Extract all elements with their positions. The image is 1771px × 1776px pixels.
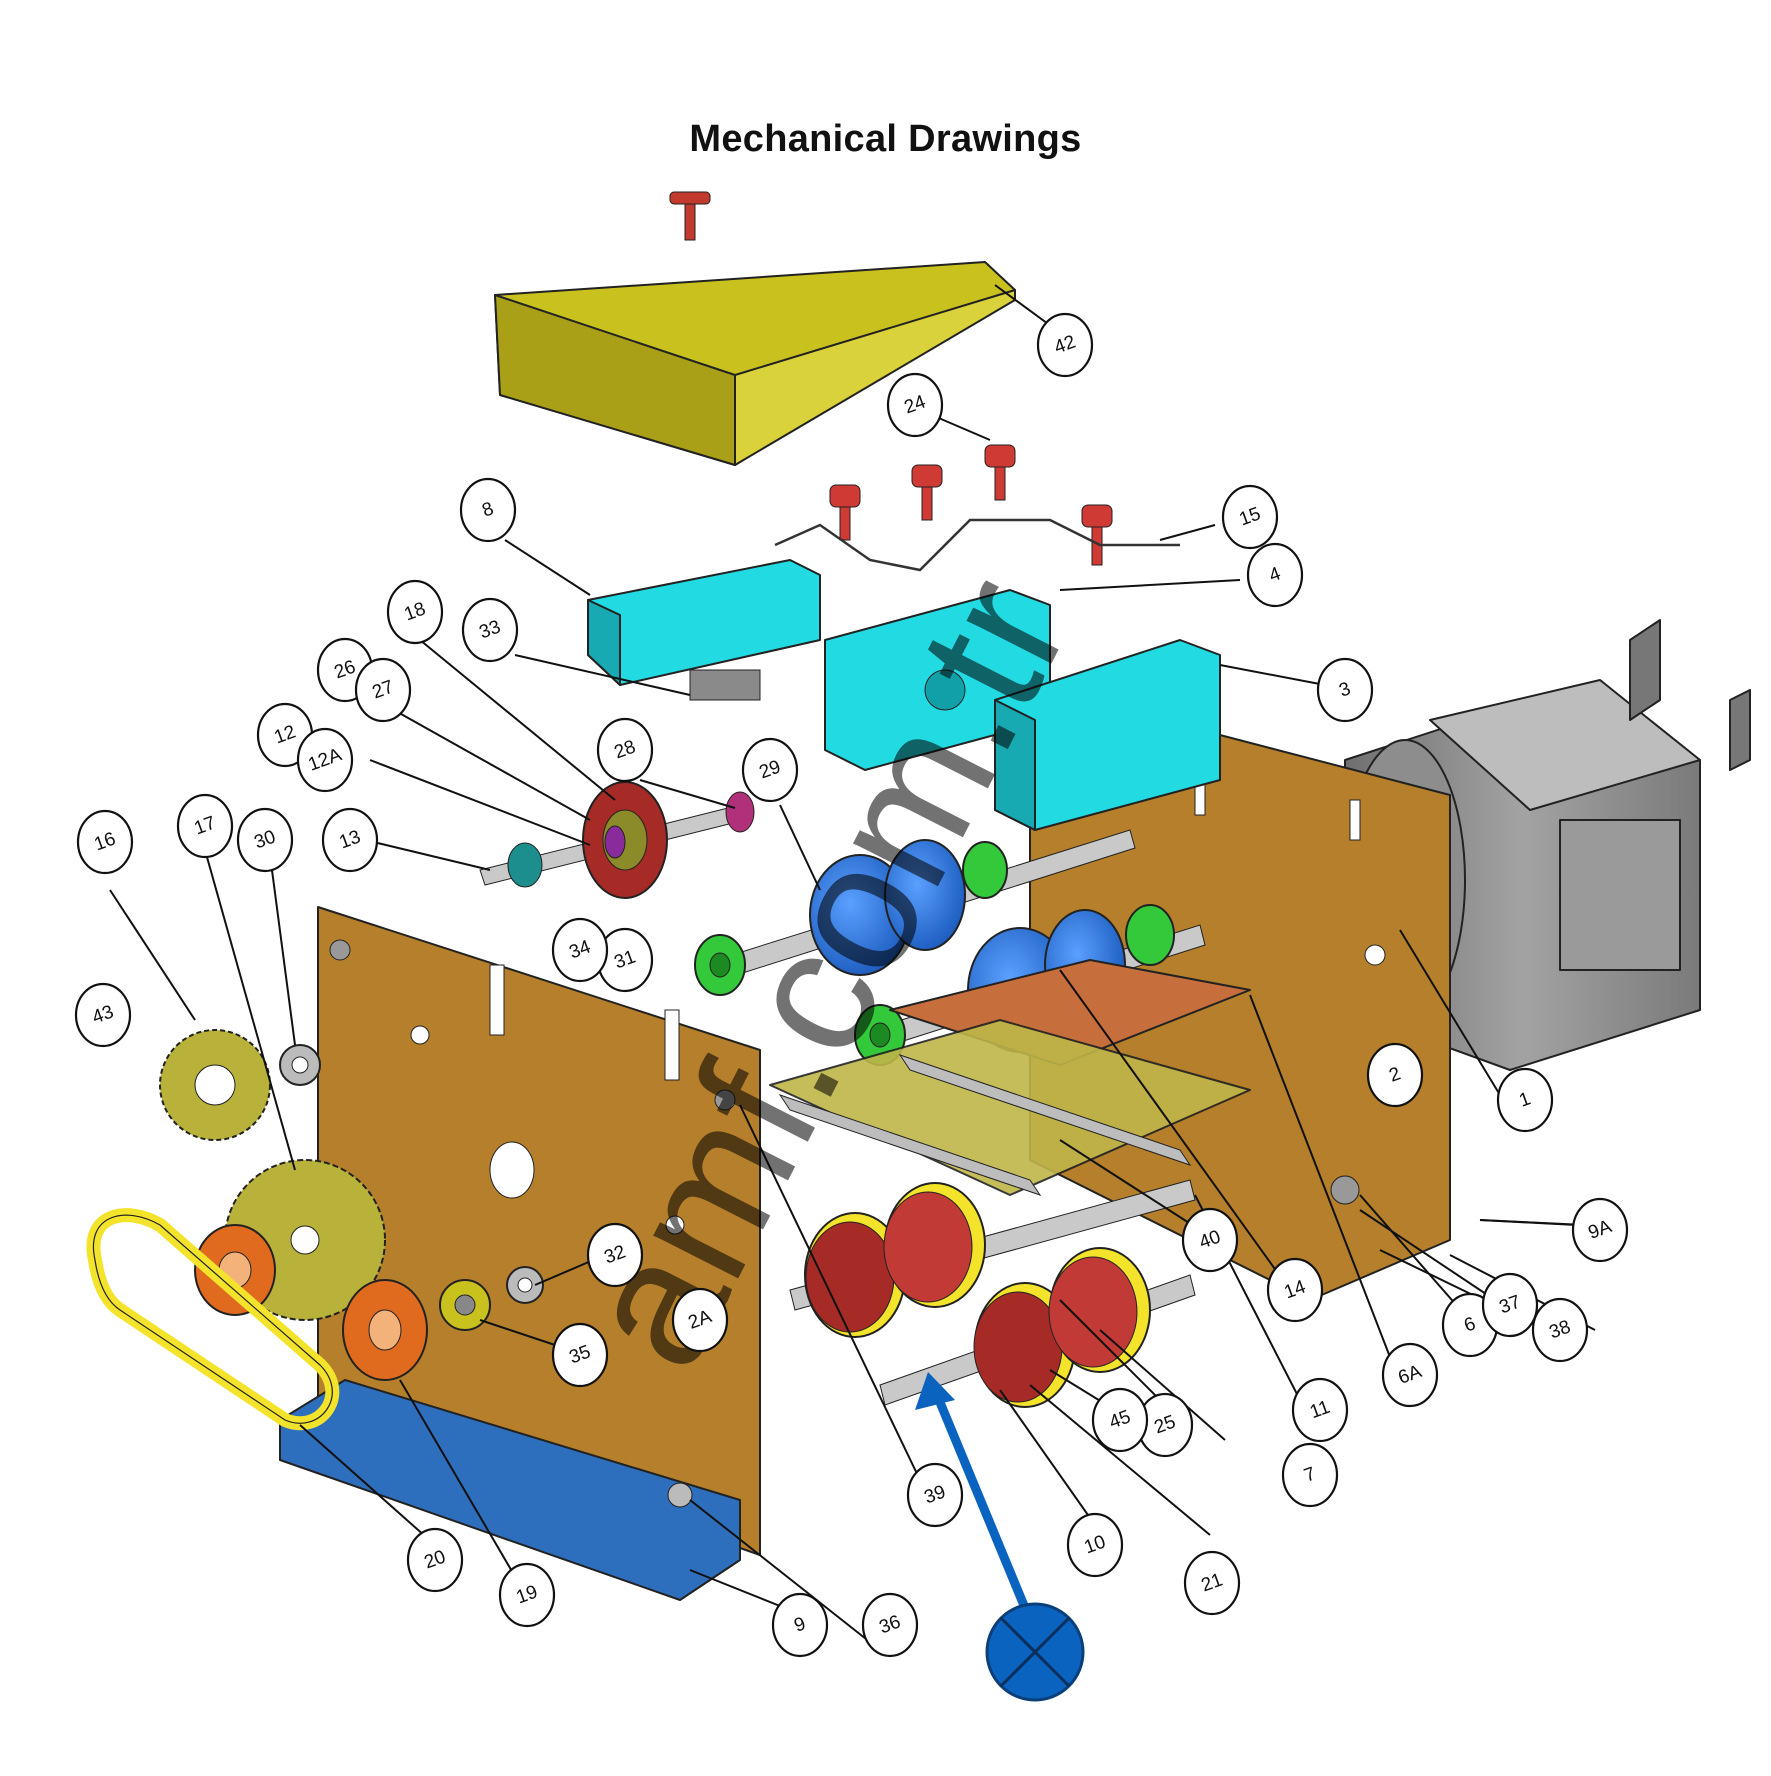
callout-17: 17 — [176, 793, 234, 859]
callout-4: 4 — [1246, 542, 1304, 608]
callout-20: 20 — [406, 1527, 464, 1593]
callout-8: 8 — [459, 477, 517, 543]
callout-2: 2 — [1366, 1042, 1424, 1108]
callout-34: 34 — [551, 917, 609, 983]
callout-12a: 12A — [296, 727, 354, 793]
callout-10: 10 — [1066, 1512, 1124, 1578]
callout-16: 16 — [76, 809, 134, 875]
lower-rollers — [789, 1179, 1196, 1408]
callout-33: 33 — [461, 597, 519, 663]
callout-27: 27 — [354, 657, 412, 723]
page-title: Mechanical Drawings — [689, 118, 1082, 160]
callout-45: 45 — [1091, 1387, 1149, 1453]
callout-labels: 122A3466A7899A10111212A13141516171819202… — [74, 312, 1629, 1658]
callout-43: 43 — [74, 982, 132, 1048]
callout-37: 37 — [1481, 1272, 1539, 1338]
guide-plates — [769, 959, 1251, 1196]
callout-14: 14 — [1266, 1257, 1324, 1323]
callout-13: 13 — [321, 807, 379, 873]
callout-25: 25 — [1136, 1392, 1194, 1458]
bottom-bracket — [279, 1379, 741, 1601]
callout-3: 3 — [1316, 657, 1374, 723]
callout-9a: 9A — [1571, 1197, 1629, 1263]
callout-1: 1 — [1496, 1067, 1554, 1133]
callout-7: 7 — [1281, 1442, 1339, 1508]
callout-21: 21 — [1183, 1550, 1241, 1616]
callout-24: 24 — [886, 372, 944, 438]
callout-2a: 2A — [671, 1287, 729, 1353]
callout-32: 32 — [586, 1222, 644, 1288]
screws-24 — [774, 444, 1180, 572]
callout-19: 19 — [498, 1562, 556, 1628]
callout-39: 39 — [906, 1462, 964, 1528]
upper-shaft — [479, 781, 755, 899]
callout-30: 30 — [236, 807, 294, 873]
callout-15: 15 — [1221, 484, 1279, 550]
pulleys — [194, 1224, 428, 1381]
callout-9: 9 — [771, 1592, 829, 1658]
callout-11: 11 — [1291, 1377, 1349, 1443]
pointer-arrow — [915, 1372, 1035, 1622]
cyan-blocks — [587, 559, 1221, 831]
callout-6a: 6A — [1381, 1342, 1439, 1408]
callout-18: 18 — [386, 579, 444, 645]
top-cover — [494, 191, 1016, 466]
callout-40: 40 — [1181, 1207, 1239, 1273]
callout-29: 29 — [741, 737, 799, 803]
callout-36: 36 — [861, 1592, 919, 1658]
callout-42: 42 — [1036, 312, 1094, 378]
callout-35: 35 — [551, 1322, 609, 1388]
circle-x-icon — [985, 1602, 1085, 1702]
callout-38: 38 — [1531, 1297, 1589, 1363]
callout-28: 28 — [596, 717, 654, 783]
